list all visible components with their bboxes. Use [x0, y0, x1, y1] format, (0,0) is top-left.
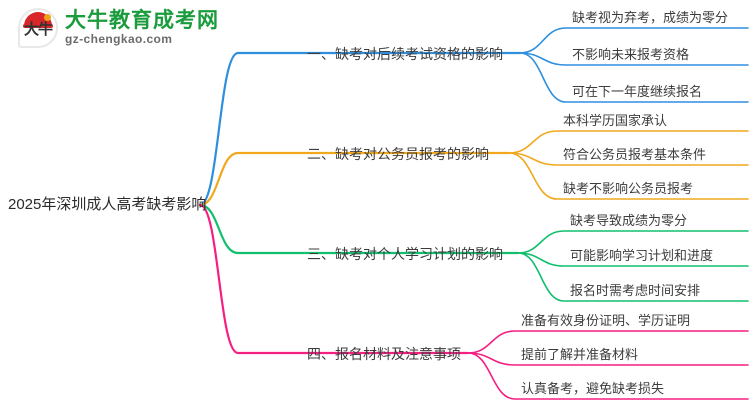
mindmap-leaf-4-3[interactable]: 认真备考，避免缺考损失 [521, 381, 665, 396]
logo-text-block: 大牛教育成考网 gz-chengkao.com [65, 9, 219, 47]
mindmap-leaf-4-2[interactable]: 提前了解并准备材料 [521, 347, 639, 362]
daniu-logo-icon: 大牛 [18, 8, 58, 48]
mindmap-leaf-2-2[interactable]: 符合公务员报考基本条件 [563, 147, 707, 162]
mindmap-branch-2[interactable]: 二、缺考对公务员报考的影响 [307, 146, 489, 162]
mindmap-branch-3[interactable]: 三、缺考对个人学习计划的影响 [307, 246, 503, 262]
logo-dot-shape [44, 14, 51, 21]
logo-capband-shape [23, 24, 53, 28]
mindmap-leaf-1-3[interactable]: 可在下一年度继续报名 [572, 84, 703, 99]
mindmap-leaf-1-1[interactable]: 缺考视为弃考，成绩为零分 [572, 10, 729, 25]
mindmap-branch-1[interactable]: 一、缺考对后续考试资格的影响 [307, 46, 503, 62]
site-logo: 大牛 大牛教育成考网 gz-chengkao.com [18, 8, 219, 48]
mindmap-leaf-3-1[interactable]: 缺考导致成绩为零分 [570, 213, 688, 228]
mindmap-leaf-1-2[interactable]: 不影响未来报考资格 [572, 47, 690, 62]
logo-glyph-text: 大牛 [23, 21, 53, 38]
mindmap-branch-4[interactable]: 四、报名材料及注意事项 [307, 346, 461, 362]
mindmap-leaf-2-1[interactable]: 本科学历国家承认 [563, 113, 668, 128]
mindmap-leaf-3-2[interactable]: 可能影响学习计划和进度 [570, 248, 714, 263]
mindmap-leaf-3-3[interactable]: 报名时需考虑时间安排 [570, 283, 701, 298]
mindmap-root-node: 2025年深圳成人高考缺考影响 [8, 196, 207, 213]
logo-title: 大牛教育成考网 [65, 9, 219, 32]
logo-subtitle: gz-chengkao.com [65, 32, 173, 46]
mindmap-leaf-4-1[interactable]: 准备有效身份证明、学历证明 [521, 313, 691, 328]
mindmap-leaf-2-3[interactable]: 缺考不影响公务员报考 [563, 181, 694, 196]
